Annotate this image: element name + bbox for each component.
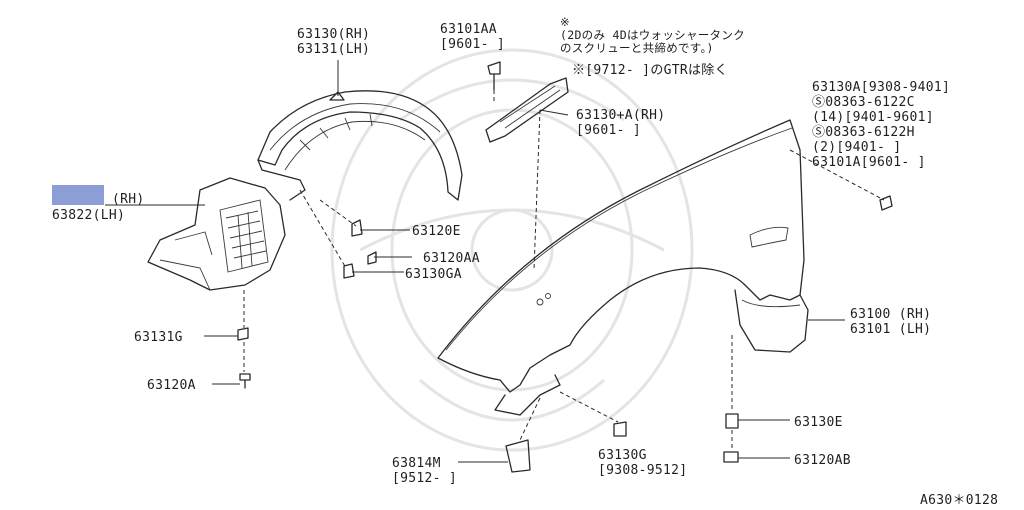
- label-clip-63130g-line: [9308-9512]: [598, 463, 687, 478]
- label-screw-63120a: 63120A: [147, 378, 196, 393]
- label-fender-protector-line: 63131(LH): [297, 42, 370, 57]
- label-japanese-note-line: ※: [560, 15, 570, 29]
- label-clip-63131g-line: 63131G: [134, 330, 183, 345]
- label-fender-line: 63101 (LH): [850, 322, 931, 337]
- label-clip-63131g: 63131G: [134, 330, 183, 345]
- label-mudguard-rh: (RH): [112, 192, 145, 207]
- label-clip-63120e-line: 63120E: [412, 224, 461, 239]
- label-japanese-note: ※(2Dのみ 4Dはウォッシャータンクのスクリューと共締めです。): [560, 15, 745, 55]
- label-bracket-63130a-line: [9601- ]: [576, 123, 641, 138]
- label-footer-code-line: A630＊0128: [920, 493, 998, 508]
- label-bracket-63814m-line: [9512- ]: [392, 471, 457, 486]
- front-fender-drawing: [437, 119, 809, 416]
- label-clip-63130e-line: 63130E: [794, 415, 843, 430]
- label-clip-63130g-line: 63130G: [598, 448, 647, 463]
- label-screw-63120a-line: 63120A: [147, 378, 196, 393]
- top-bracket-drawing: [485, 77, 569, 143]
- label-screw-63120aa-line: 63120AA: [423, 251, 480, 266]
- label-clip-63130ga-line: 63130GA: [405, 267, 462, 282]
- label-screw-63120ab-line: 63120AB: [794, 453, 851, 468]
- label-mudguard-rh-line: (RH): [112, 192, 145, 207]
- label-clip-63120e: 63120E: [412, 224, 461, 239]
- label-bracket-63130a-line: 63130+A(RH): [576, 108, 665, 123]
- label-japanese-note-line: のスクリューと共締めです。): [560, 41, 714, 55]
- label-bolt-63101aa-line: 63101AA: [440, 22, 497, 37]
- label-mudguard-lh-line: 63822(LH): [52, 208, 125, 223]
- label-bolt-63101aa-line: [9601- ]: [440, 37, 505, 52]
- label-screw-63120aa: 63120AA: [423, 251, 480, 266]
- highlight-box: [52, 185, 104, 205]
- label-bolt-group-line: (2)[9401- ]: [812, 140, 901, 155]
- label-fender-line: 63100 (RH): [850, 307, 931, 322]
- label-bolt-group: 63130A[9308-9401]Ⓢ08363-6122C(14)[9401-9…: [812, 80, 950, 170]
- label-fender-protector-line: 63130(RH): [297, 27, 370, 42]
- label-clip-63130g: 63130G[9308-9512]: [598, 448, 687, 478]
- label-fender-protector: 63130(RH)63131(LH): [297, 27, 370, 57]
- leader-lines: [105, 60, 885, 463]
- label-bolt-63101aa: 63101AA[9601- ]: [440, 22, 505, 52]
- label-bracket-63814m: 63814M[9512- ]: [392, 456, 457, 486]
- label-bolt-group-line: 63101A[9601- ]: [812, 155, 926, 170]
- label-bolt-group-line: 63130A[9308-9401]: [812, 80, 950, 95]
- label-bolt-group-line: (14)[9401-9601]: [812, 110, 934, 125]
- label-footer-code: A630＊0128: [920, 493, 998, 508]
- label-bracket-63130a: 63130+A(RH)[9601- ]: [576, 108, 665, 138]
- label-gtr-note-line: ※[9712- ]のGTRは除く: [572, 63, 728, 78]
- fender-protector-drawing: [257, 90, 463, 201]
- label-fender: 63100 (RH)63101 (LH): [850, 307, 931, 337]
- label-bolt-group-line: Ⓢ08363-6122C: [812, 95, 915, 110]
- splash-guard-drawing: [147, 177, 286, 291]
- label-gtr-note: ※[9712- ]のGTRは除く: [572, 63, 728, 78]
- label-clip-63130ga: 63130GA: [405, 267, 462, 282]
- label-screw-63120ab: 63120AB: [794, 453, 851, 468]
- label-bolt-group-line: Ⓢ08363-6122H: [812, 125, 915, 140]
- label-mudguard-lh: 63822(LH): [52, 208, 125, 223]
- fasteners-drawing: [237, 61, 893, 473]
- label-bracket-63814m-line: 63814M: [392, 456, 441, 471]
- label-japanese-note-line: (2Dのみ 4Dはウォッシャータンク: [560, 28, 745, 42]
- label-clip-63130e: 63130E: [794, 415, 843, 430]
